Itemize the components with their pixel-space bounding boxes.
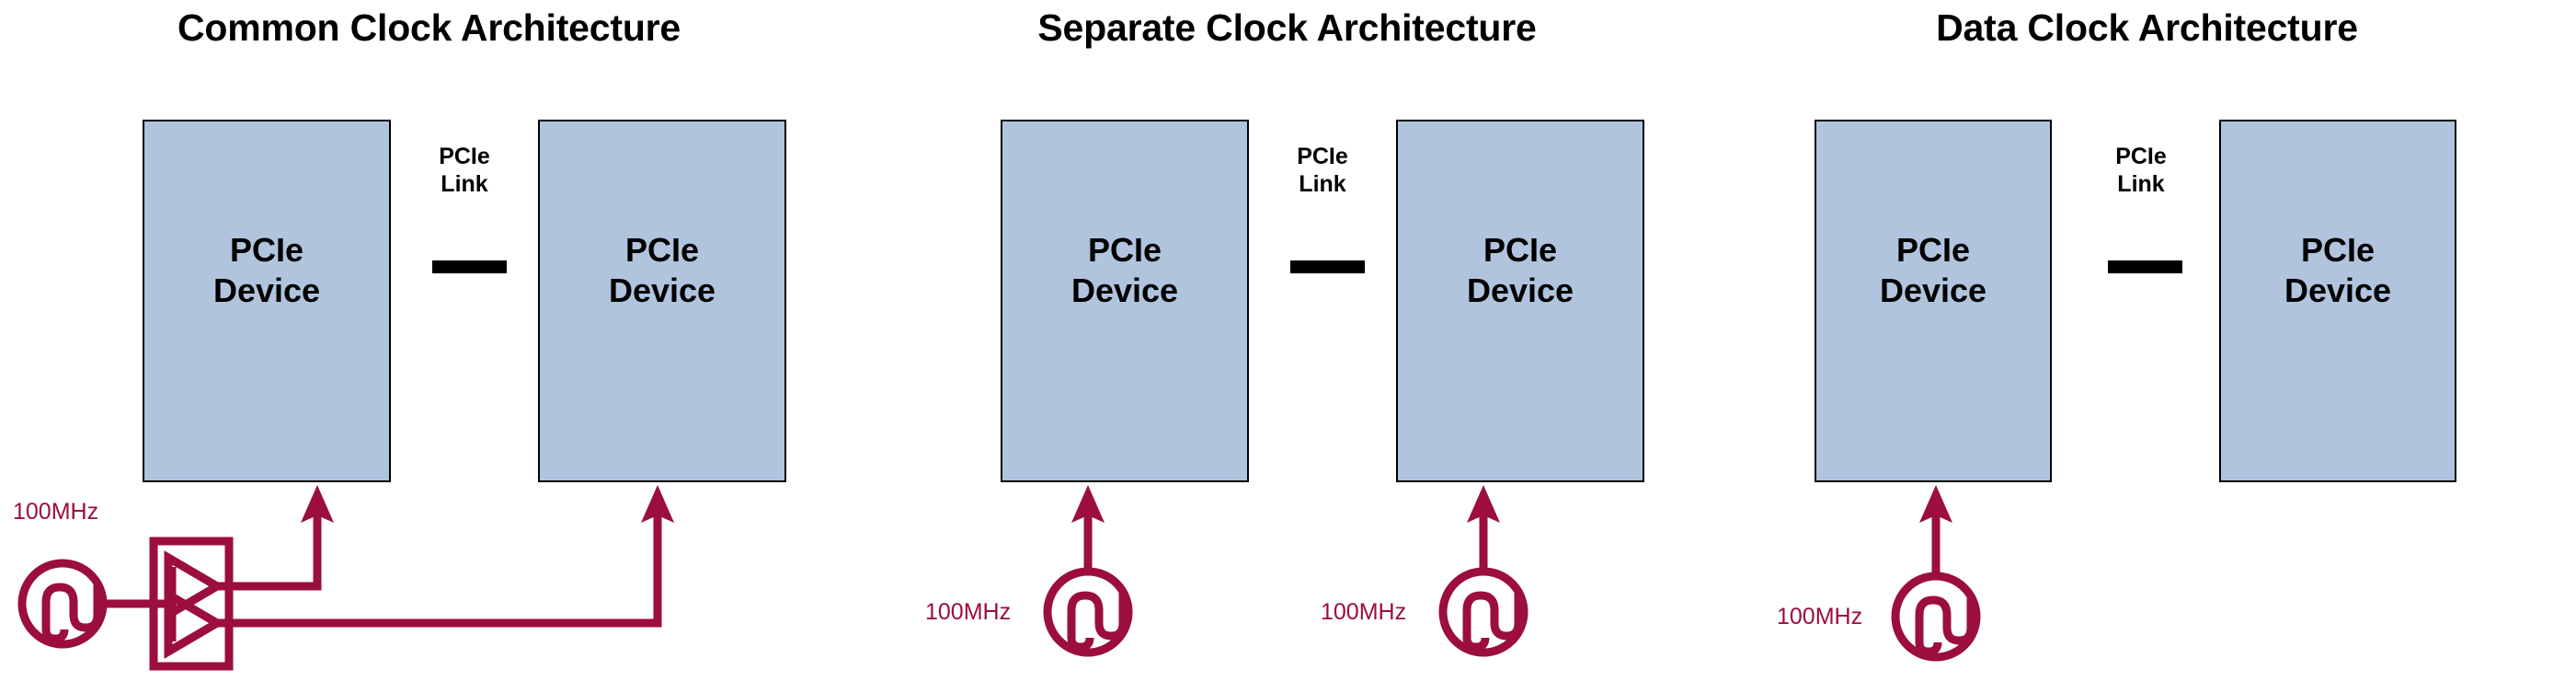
device-box-right[interactable]: PCIe Device — [538, 120, 786, 482]
clock-waveform-glyph-left-tail — [1067, 637, 1094, 652]
device-label-left: PCIe Device — [212, 231, 321, 309]
clock-waveform-glyph-tail — [41, 629, 69, 643]
pcie-link-label: PCIe Link — [1297, 144, 1348, 197]
device-box-left[interactable]: PCIe Device — [1001, 120, 1249, 482]
device-box-left[interactable]: PCIe Device — [1815, 120, 2052, 482]
panel-title-separate-clock: Separate Clock Architecture — [1037, 6, 1537, 49]
device-label-right: PCIe Device — [1466, 231, 1574, 309]
pcie-link-label: PCIe Link — [439, 144, 490, 197]
clock-waveform-glyph — [41, 582, 102, 632]
device-label-left: PCIe Device — [1879, 231, 1987, 309]
device-label-left: PCIe Device — [1070, 231, 1179, 309]
panel-title-data-clock: Data Clock Architecture — [1936, 6, 2358, 49]
clock-waveform-glyph-right-tail — [1462, 637, 1490, 652]
clock-waveform-glyph-left — [1067, 590, 1128, 641]
clock-waveform-glyph — [1915, 595, 1975, 645]
clock-frequency-label-left: 100MHz — [925, 599, 1012, 625]
arrow-up-icon-left — [301, 485, 334, 523]
arrow-up-icon-right — [1467, 485, 1500, 523]
pcie-link-label: PCIe Link — [2115, 144, 2167, 197]
arrow-up-icon — [1919, 485, 1952, 523]
device-box-right[interactable]: PCIe Device — [2219, 120, 2456, 482]
buffer-triangle-lower — [164, 587, 225, 659]
clock-network-separate — [1043, 485, 1528, 657]
pcie-link-bar — [2108, 260, 2182, 273]
clock-waveform-glyph-tail — [1915, 641, 1942, 656]
clock-frequency-label-right: 100MHz — [1321, 599, 1407, 625]
device-label-right: PCIe Device — [2284, 231, 2392, 309]
clock-route-to-right-device — [217, 502, 662, 628]
buffer-triangle-upper — [164, 550, 225, 622]
pcie-link-bar — [432, 260, 507, 273]
clock-network-data — [1891, 485, 1981, 662]
clock-route-to-left-device — [217, 502, 322, 591]
device-box-left[interactable]: PCIe Device — [143, 120, 391, 482]
clock-frequency-label: 100MHz — [1777, 604, 1863, 629]
pcie-link-bar — [1290, 260, 1365, 273]
device-label-right: PCIe Device — [608, 231, 716, 309]
arrow-up-icon-right — [641, 485, 674, 523]
clock-waveform-glyph-right — [1462, 590, 1523, 641]
panel-data-clock: Data Clock Architecture PCIe Device PCIe… — [1718, 0, 2576, 693]
panel-separate-clock: Separate Clock Architecture PCIe Device … — [858, 0, 1716, 693]
clock-frequency-label: 100MHz — [13, 499, 99, 525]
arrow-up-icon-left — [1071, 485, 1105, 523]
panel-title-common-clock: Common Clock Architecture — [177, 6, 681, 49]
clock-network-common — [17, 485, 674, 671]
device-box-right[interactable]: PCIe Device — [1396, 120, 1644, 482]
panel-common-clock: Common Clock Architecture PCIe Device PC… — [0, 0, 858, 693]
